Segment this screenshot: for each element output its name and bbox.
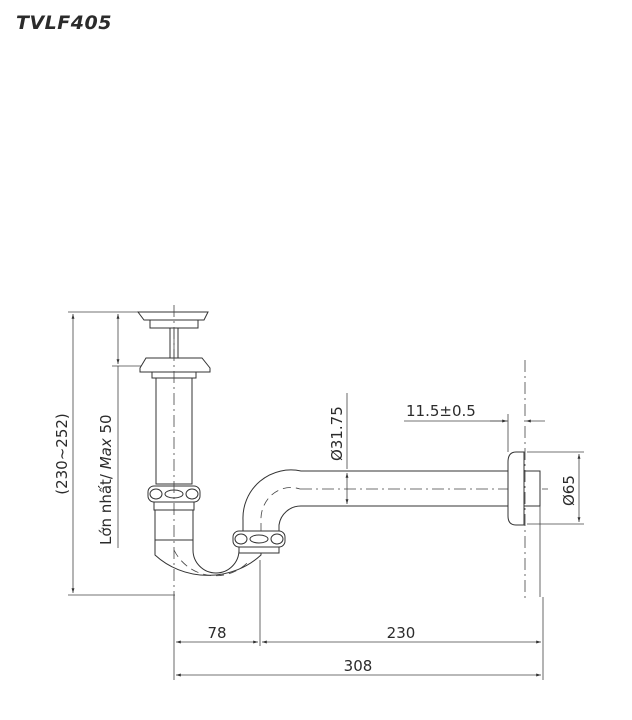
flange-offset-label: 11.5±0.5 bbox=[406, 402, 476, 420]
u-bend bbox=[154, 540, 262, 577]
height-range-label: (230~252) bbox=[53, 413, 71, 495]
bottom-dimensions: 78 230 308 bbox=[173, 560, 544, 680]
trap-width-label: 78 bbox=[207, 624, 226, 642]
overall-length-label: 308 bbox=[344, 657, 373, 675]
flange-diameter-dimension: Ø65 bbox=[527, 451, 584, 525]
flange-diameter-label: Ø65 bbox=[560, 475, 578, 506]
wall-flange bbox=[507, 360, 541, 600]
model-title: TVLF405 bbox=[16, 12, 112, 34]
height-dimension: (230~252) bbox=[53, 311, 175, 596]
horizontal-arm bbox=[242, 469, 548, 531]
pipe-diameter-label: Ø31.75 bbox=[328, 406, 346, 461]
trap-nut bbox=[232, 530, 286, 554]
pipe-diameter-dimension: Ø31.75 bbox=[328, 393, 349, 504]
horizontal-length-label: 230 bbox=[387, 624, 416, 642]
max-extension-dimension: Lớn nhất/ Max 50 bbox=[97, 314, 148, 548]
flange-offset-dimension: 11.5±0.5 bbox=[404, 402, 545, 452]
max-extension-label: Lớn nhất/ Max 50 bbox=[97, 414, 115, 545]
